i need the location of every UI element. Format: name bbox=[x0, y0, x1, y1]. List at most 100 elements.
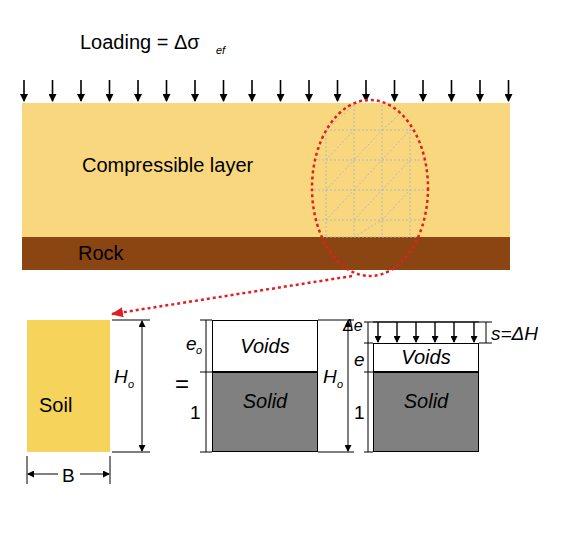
load-arrow bbox=[365, 80, 367, 101]
node-text: Compressible layer bbox=[82, 154, 253, 177]
load-arrow bbox=[52, 80, 54, 101]
dimension-tick bbox=[112, 452, 150, 453]
node-text: Solid bbox=[243, 390, 287, 413]
dimension-label: e bbox=[186, 334, 197, 353]
node-text: Solid bbox=[404, 390, 448, 413]
load-arrow bbox=[223, 80, 225, 101]
subscript: o bbox=[128, 379, 134, 390]
mesh-line bbox=[354, 160, 382, 190]
load-arrows bbox=[24, 80, 509, 101]
load-arrow bbox=[415, 322, 416, 342]
dimension-label: H bbox=[323, 367, 337, 386]
dimension-tick bbox=[364, 452, 373, 453]
subscript: ef bbox=[216, 45, 225, 56]
dimension-label: B bbox=[62, 466, 75, 485]
load-arrow bbox=[23, 80, 25, 101]
load-arrow bbox=[166, 80, 168, 101]
load-arrow bbox=[194, 80, 196, 101]
surface-load bbox=[373, 322, 479, 342]
load-arrow bbox=[479, 80, 481, 101]
load-label: Loading = Δσ bbox=[80, 32, 200, 52]
load-arrow bbox=[508, 80, 510, 101]
mesh-line bbox=[354, 190, 382, 220]
load-arrow bbox=[80, 80, 82, 101]
mesh-line bbox=[382, 160, 410, 190]
dimension-tick bbox=[200, 372, 212, 373]
dimension-tick bbox=[364, 372, 373, 373]
mesh-line bbox=[310, 160, 430, 161]
dimension-line bbox=[206, 320, 207, 452]
mesh-line bbox=[310, 237, 430, 238]
load-arrow bbox=[451, 80, 453, 101]
dimension-arrow bbox=[28, 474, 58, 475]
load-line bbox=[373, 321, 479, 322]
dimension-arrow bbox=[80, 474, 109, 475]
dimension-label: e bbox=[354, 350, 365, 369]
load-arrow bbox=[337, 80, 339, 101]
node-text: Voids bbox=[401, 346, 450, 369]
dimension-label: 1 bbox=[190, 403, 201, 422]
equals-sign: = bbox=[175, 372, 189, 396]
load-arrow bbox=[453, 322, 454, 342]
dimension-label: s=ΔH bbox=[491, 324, 538, 343]
soil-layer-band: Compressible layer bbox=[22, 103, 510, 237]
dimension-tick bbox=[110, 456, 111, 484]
voids-phase: Voids bbox=[212, 320, 318, 372]
load-arrow bbox=[422, 80, 424, 101]
load-arrow bbox=[251, 80, 253, 101]
zoom-ellipse bbox=[312, 100, 428, 276]
dimension-tick bbox=[27, 456, 28, 484]
dimension-arrow bbox=[142, 386, 143, 451]
load-arrow bbox=[308, 80, 310, 101]
dimension-lines bbox=[27, 320, 492, 484]
rock-band: Rock bbox=[22, 237, 510, 270]
dimension-line bbox=[368, 322, 369, 452]
subscript: o bbox=[196, 345, 202, 356]
load-arrow bbox=[434, 322, 435, 342]
mesh-line bbox=[354, 130, 382, 160]
dimension-label: H bbox=[114, 367, 128, 386]
mesh-line bbox=[382, 130, 410, 160]
dimension-tick bbox=[200, 320, 212, 321]
dimension-label: Δe bbox=[343, 318, 363, 334]
dimension-tick bbox=[479, 322, 492, 323]
node-text: Rock bbox=[78, 242, 124, 265]
node-text: Voids bbox=[240, 335, 289, 358]
mesh-grid bbox=[310, 105, 430, 237]
load-arrow bbox=[137, 80, 139, 101]
load-arrow bbox=[394, 80, 396, 101]
dimension-arrow bbox=[348, 386, 349, 451]
soil-sample: Soil bbox=[27, 320, 110, 452]
node-text: Soil bbox=[39, 394, 72, 417]
mesh-line bbox=[326, 110, 327, 237]
dimension-tick bbox=[364, 322, 373, 323]
dimension-tick bbox=[479, 343, 492, 344]
dimension-tick bbox=[200, 452, 212, 453]
mesh-line bbox=[382, 105, 383, 237]
subscript: o bbox=[337, 379, 343, 390]
load-arrow bbox=[473, 322, 474, 342]
mesh-line bbox=[326, 190, 354, 220]
mesh-line bbox=[326, 105, 354, 130]
mesh-line bbox=[354, 105, 355, 237]
load-arrow bbox=[396, 322, 397, 342]
dimension-arrow bbox=[142, 321, 143, 386]
mesh-line bbox=[310, 130, 430, 131]
mesh-line bbox=[326, 160, 354, 190]
load-arrow bbox=[280, 80, 282, 101]
voids-phase: Voids bbox=[373, 343, 479, 372]
dimension-tick bbox=[112, 320, 150, 321]
dimension-label: 1 bbox=[354, 403, 365, 422]
mesh-line bbox=[354, 220, 382, 237]
solid-phase: Solid bbox=[212, 372, 318, 452]
dimension-tick bbox=[364, 343, 373, 344]
solid-phase: Solid bbox=[373, 372, 479, 452]
mesh-line bbox=[326, 130, 354, 160]
mesh-line bbox=[310, 190, 430, 191]
load-arrow bbox=[109, 80, 111, 101]
load-arrow bbox=[377, 322, 378, 342]
